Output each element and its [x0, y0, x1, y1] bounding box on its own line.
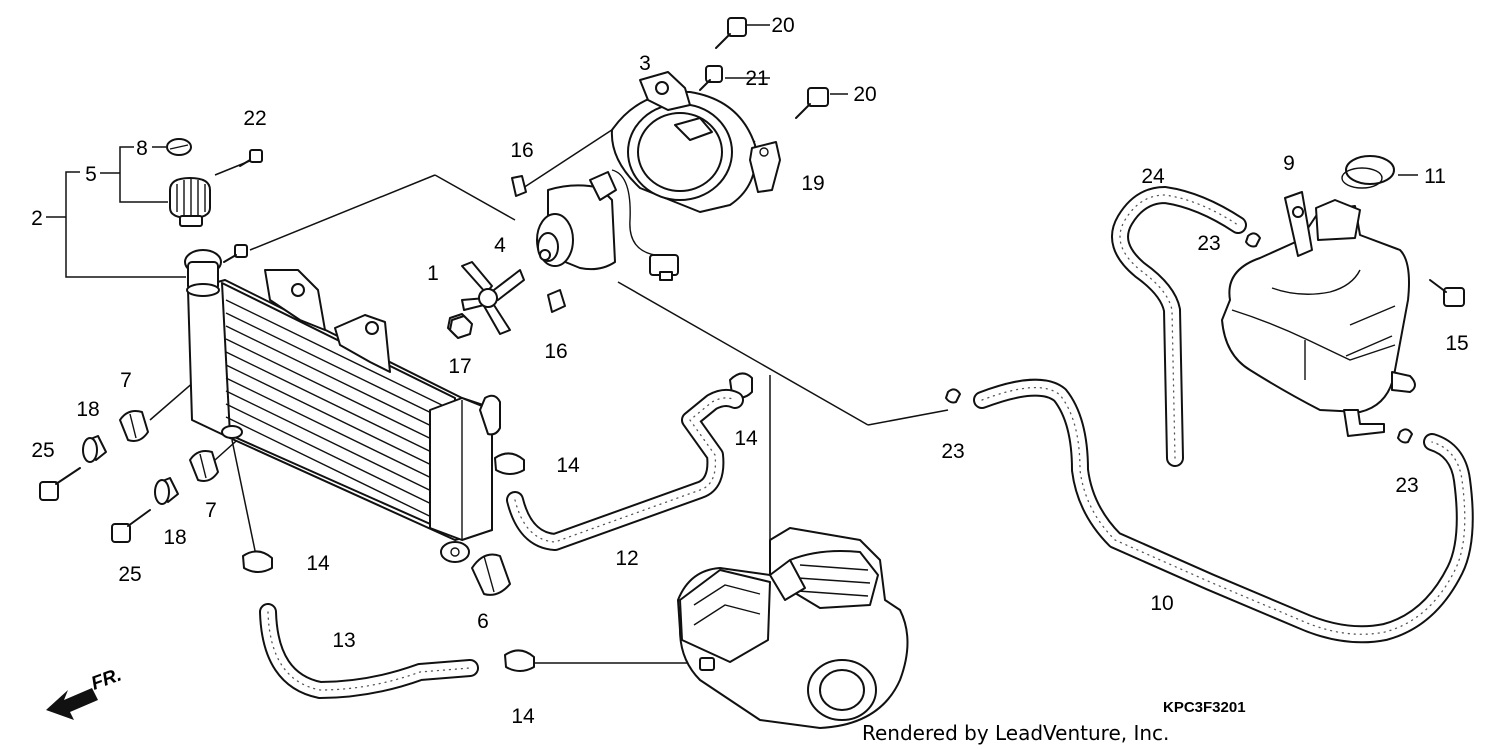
- assembly-brackets: [46, 146, 186, 278]
- callout-25b: 25: [118, 563, 141, 586]
- callout-22: 22: [243, 107, 266, 130]
- callout-13: 13: [332, 629, 355, 652]
- callout-23c: 23: [1395, 474, 1418, 497]
- callout-4: 4: [494, 234, 506, 257]
- callout-1: 1: [427, 262, 439, 285]
- callout-16b: 16: [544, 340, 567, 363]
- callout-7b: 7: [205, 499, 217, 522]
- callout-8: 8: [136, 137, 148, 160]
- callout-14a: 14: [734, 427, 758, 450]
- callout-16a: 16: [510, 139, 533, 162]
- callout-24: 24: [1141, 165, 1165, 188]
- callout-20b: 20: [853, 83, 876, 106]
- front-arrow-icon: FR.: [46, 664, 124, 720]
- callout-11: 11: [1424, 165, 1446, 188]
- callout-17: 17: [448, 355, 471, 378]
- callout-9: 9: [1283, 152, 1295, 175]
- callout-14b: 14: [556, 454, 580, 477]
- callout-12: 12: [615, 547, 638, 570]
- callout-23a: 23: [1197, 232, 1220, 255]
- fan-motor: [536, 169, 679, 281]
- direction-label: FR.: [89, 664, 125, 694]
- callout-numbers: 1 2 3 4 5 6 7 7 8 9 10 11 12 13 14 14 14…: [31, 14, 1469, 728]
- radiator: [184, 249, 501, 563]
- callout-18b: 18: [163, 526, 186, 549]
- callout-20a: 20: [771, 14, 794, 37]
- callout-10: 10: [1150, 592, 1173, 615]
- diagram-code: KPC3F3201: [1163, 699, 1246, 716]
- callout-15: 15: [1445, 332, 1468, 355]
- callout-14d: 14: [511, 705, 535, 728]
- callout-3: 3: [639, 52, 651, 75]
- callout-18a: 18: [76, 398, 99, 421]
- callout-5: 5: [85, 163, 97, 186]
- callout-25a: 25: [31, 439, 54, 462]
- callout-19: 19: [801, 172, 824, 195]
- hardware: [39, 17, 1465, 672]
- callout-7a: 7: [120, 369, 132, 392]
- radiator-cap: [166, 138, 211, 227]
- credit-text: Rendered by LeadVenture, Inc.: [862, 721, 1169, 745]
- callout-14c: 14: [306, 552, 330, 575]
- engine: [677, 527, 909, 729]
- callout-2: 2: [31, 207, 43, 230]
- callout-21: 21: [745, 67, 768, 90]
- callout-6: 6: [477, 610, 489, 633]
- coolant-hoses: [259, 186, 1474, 699]
- fan-shroud: [610, 71, 757, 213]
- callout-23b: 23: [941, 440, 964, 463]
- reserve-tank: [1221, 191, 1416, 437]
